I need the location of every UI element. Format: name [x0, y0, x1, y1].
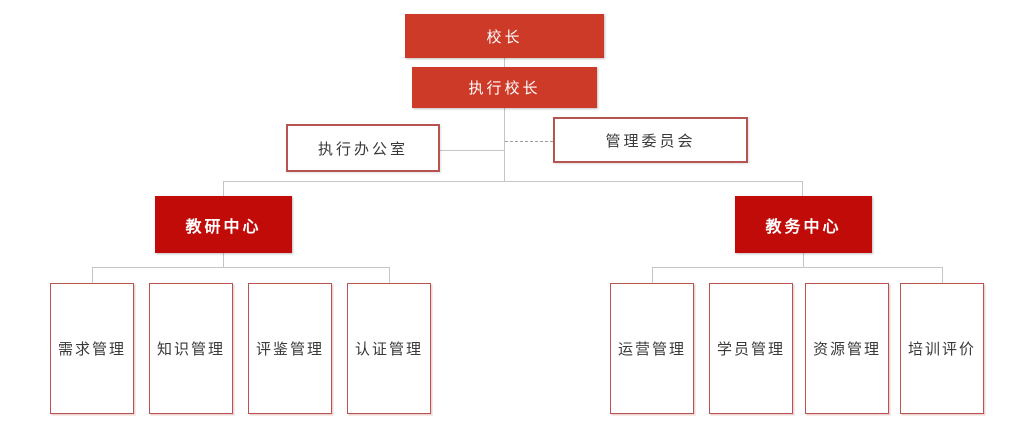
- node-knowledge-management: 知识管理: [149, 283, 233, 414]
- connector-drop-research-child-first: [92, 267, 93, 283]
- node-student-management: 学员管理: [709, 283, 793, 414]
- connector-drop-academic-child-last: [942, 267, 943, 283]
- node-operations-management: 运营管理: [610, 283, 694, 414]
- connector-stem-academic: [803, 253, 804, 267]
- node-certification-management: 认证管理: [347, 283, 431, 414]
- node-resource-management: 资源管理: [805, 283, 889, 414]
- node-principal: 校长: [405, 14, 604, 58]
- connector-research-children: [92, 267, 389, 268]
- node-evaluation-management: 评鉴管理: [248, 283, 332, 414]
- node-training-evaluation: 培训评价: [900, 283, 984, 414]
- node-research-center: 教研中心: [155, 196, 292, 253]
- connector-exec-office: [440, 150, 504, 151]
- node-executive-principal: 执行校长: [412, 67, 597, 108]
- connector-drop-research-child-last: [389, 267, 390, 283]
- connector-principal-exec: [504, 58, 505, 67]
- node-management-committee: 管理委员会: [553, 117, 748, 163]
- connector-stem-research: [223, 253, 224, 267]
- connector-exec-trunk: [504, 108, 505, 181]
- node-academic-center: 教务中心: [735, 196, 872, 253]
- node-executive-office: 执行办公室: [286, 124, 440, 172]
- connector-academic-children: [652, 267, 942, 268]
- connector-centers-horizontal: [223, 181, 803, 182]
- connector-mgmt-committee-dashed: [505, 141, 553, 142]
- node-demand-management: 需求管理: [50, 283, 134, 414]
- connector-drop-research-center: [223, 181, 224, 196]
- connector-drop-academic-child-first: [652, 267, 653, 283]
- connector-drop-academic-center: [802, 181, 803, 196]
